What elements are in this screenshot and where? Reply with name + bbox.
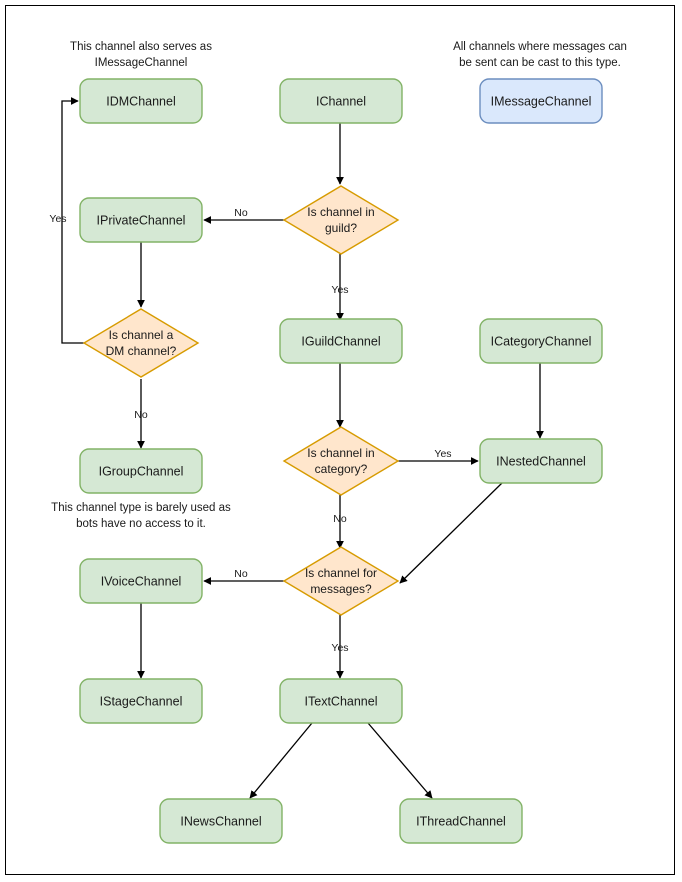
node-imessage-channel[interactable]: IMessageChannel (479, 78, 603, 124)
annotation-message-note-line2: be sent can be cast to this type. (459, 57, 621, 69)
is-channel-in-guild-line1: Is channel in (307, 205, 374, 219)
node-inews-channel[interactable]: INewsChannel (159, 798, 283, 844)
annotation-group-note-line2: bots have no access to it. (76, 518, 206, 530)
itext-channel-box[interactable] (279, 678, 403, 724)
iguild-channel-box[interactable] (279, 318, 403, 364)
ichannel-label: IChannel (316, 94, 366, 108)
edge-inestedchannel-to-messages (399, 482, 503, 584)
iprivate-channel-label: IPrivateChannel (97, 213, 186, 227)
edge-label-dm-no: No (134, 409, 148, 421)
edge-label-guild-yes: Yes (331, 284, 348, 296)
node-inested-channel[interactable]: INestedChannel (479, 438, 603, 484)
iprivate-channel-box[interactable] (79, 197, 203, 243)
ivoice-channel-label: IVoiceChannel (101, 574, 182, 588)
edge-itextchannel-to-ithreadchannel (367, 722, 433, 799)
idm-channel-label: IDMChannel (106, 94, 175, 108)
is-channel-for-messages-diamond[interactable] (282, 546, 400, 616)
imessage-channel-box[interactable] (479, 78, 603, 124)
annotation-message-note-line1: All channels where messages can (453, 41, 627, 53)
is-channel-for-messages-line1: Is channel for (305, 566, 377, 580)
inews-channel-label: INewsChannel (180, 814, 261, 828)
node-iguild-channel[interactable]: IGuildChannel (279, 318, 403, 364)
ithread-channel-box[interactable] (399, 798, 523, 844)
icategory-channel-label: ICategoryChannel (491, 334, 592, 348)
igroup-channel-box[interactable] (79, 448, 203, 494)
is-channel-in-guild-line2: guild? (325, 221, 357, 235)
iguild-channel-label: IGuildChannel (301, 334, 380, 348)
inested-channel-box[interactable] (479, 438, 603, 484)
edge-label-guild-no: No (234, 207, 248, 219)
annotation-dm-note-line2: IMessageChannel (95, 57, 188, 69)
is-channel-in-category-diamond[interactable] (282, 426, 400, 496)
annotation-group-note-line1: This channel type is barely used as (51, 502, 231, 514)
is-channel-in-category-line1: Is channel in (307, 446, 374, 460)
ichannel-box[interactable] (279, 78, 403, 124)
is-channel-a-dm-channel-diamond[interactable] (82, 308, 200, 378)
icategory-channel-box[interactable] (479, 318, 603, 364)
edge-label-category-yes: Yes (434, 448, 451, 460)
is-channel-for-messages-line2: messages? (310, 582, 372, 596)
decision-is-channel-for-messages[interactable]: Is channel for messages? (282, 546, 400, 616)
ithread-channel-label: IThreadChannel (416, 814, 506, 828)
edge-label-messages-yes: Yes (331, 642, 348, 654)
node-ithread-channel[interactable]: IThreadChannel (399, 798, 523, 844)
ivoice-channel-box[interactable] (79, 558, 203, 604)
is-channel-a-dm-channel-line2: DM channel? (106, 344, 177, 358)
istage-channel-box[interactable] (79, 678, 203, 724)
node-icategory-channel[interactable]: ICategoryChannel (479, 318, 603, 364)
node-idm-channel[interactable]: IDMChannel (79, 78, 203, 124)
inews-channel-box[interactable] (159, 798, 283, 844)
inested-channel-label: INestedChannel (496, 454, 586, 468)
edge-label-category-no: No (333, 513, 347, 525)
node-ichannel[interactable]: IChannel (279, 78, 403, 124)
annotation-dm-note-line1: This channel also serves as (70, 41, 212, 53)
node-iprivate-channel[interactable]: IPrivateChannel (79, 197, 203, 243)
edge-itextchannel-to-inewschannel (249, 722, 313, 799)
decision-is-channel-in-guild[interactable]: Is channel in guild? (282, 185, 400, 255)
itext-channel-label: ITextChannel (305, 694, 378, 708)
is-channel-a-dm-channel-line1: Is channel a (109, 328, 174, 342)
node-ivoice-channel[interactable]: IVoiceChannel (79, 558, 203, 604)
is-channel-in-category-line2: category? (315, 462, 368, 476)
edge-label-dm-yes: Yes (49, 213, 66, 225)
idm-channel-box[interactable] (79, 78, 203, 124)
edge-dm-yes-to-idmchannel (61, 97, 84, 344)
node-istage-channel[interactable]: IStageChannel (79, 678, 203, 724)
is-channel-in-guild-diamond[interactable] (282, 185, 400, 255)
decision-is-channel-a-dm-channel[interactable]: Is channel a DM channel? (82, 308, 200, 378)
igroup-channel-label: IGroupChannel (99, 464, 184, 478)
decision-is-channel-in-category[interactable]: Is channel in category? (282, 426, 400, 496)
imessage-channel-label: IMessageChannel (491, 94, 592, 108)
node-itext-channel[interactable]: ITextChannel (279, 678, 403, 724)
edge-label-messages-no: No (234, 568, 248, 580)
node-igroup-channel[interactable]: IGroupChannel (79, 448, 203, 494)
istage-channel-label: IStageChannel (100, 694, 183, 708)
